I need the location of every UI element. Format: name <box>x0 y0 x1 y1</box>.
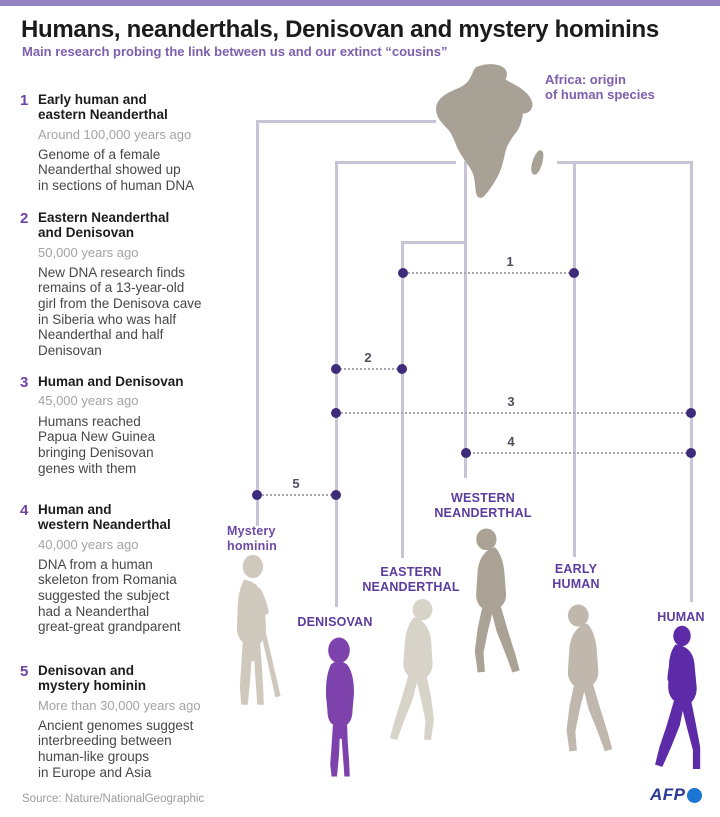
link-number-3: 3 <box>507 394 515 409</box>
tree-branch-top <box>256 120 436 123</box>
event-description: DNA from a human skeleton from Romania s… <box>38 556 181 635</box>
event-item-1: 1 Early human and eastern Neanderthal Ar… <box>20 92 230 194</box>
afp-globe-icon <box>686 787 702 803</box>
human-figure <box>642 625 720 785</box>
interbreeding-link-4 <box>466 452 691 454</box>
top-accent-bar <box>0 0 720 6</box>
event-item-3: 3 Human and Denisovan 45,000 years ago H… <box>20 374 230 476</box>
species-label-eastern-neanderthal: EASTERN NEANDERTHAL <box>362 565 460 594</box>
interbreeding-link-5 <box>257 494 336 496</box>
lineage-line-denisovan <box>334 161 338 607</box>
event-description: New DNA research finds remains of a 13-y… <box>38 264 202 359</box>
event-item-4: 4 Human and western Neanderthal 40,000 y… <box>20 502 230 635</box>
link-dot <box>331 364 341 374</box>
afp-logo-text: AFP <box>650 785 686 804</box>
event-item-2: 2 Eastern Neanderthal and Denisovan 50,0… <box>20 210 230 359</box>
species-label-denisovan: DENISOVAN <box>297 615 373 629</box>
africa-caption: Africa: origin of human species <box>545 72 655 103</box>
interbreeding-link-3 <box>336 412 691 414</box>
lineage-line-mystery-hominin <box>255 120 259 526</box>
event-number: 5 <box>20 663 29 680</box>
interbreeding-link-2 <box>336 368 402 370</box>
interbreeding-link-1 <box>403 272 574 274</box>
link-number-2: 2 <box>364 350 372 365</box>
species-label-early-human: EARLY HUMAN <box>552 562 600 591</box>
link-dot <box>397 364 407 374</box>
africa-map-icon <box>436 64 544 198</box>
tree-branch-mid-left <box>335 161 456 164</box>
event-date: Around 100,000 years ago <box>38 126 192 142</box>
page-subtitle: Main research probing the link between u… <box>22 44 448 59</box>
event-number: 3 <box>20 374 29 391</box>
event-item-5: 5 Denisovan and mystery hominin More tha… <box>20 663 230 780</box>
link-dot <box>331 408 341 418</box>
link-dot <box>252 490 262 500</box>
link-number-5: 5 <box>292 476 300 491</box>
early-human-figure <box>538 603 626 758</box>
link-dot <box>686 448 696 458</box>
western-neanderthal-figure <box>448 527 532 679</box>
event-date: More than 30,000 years ago <box>38 697 201 713</box>
denisovan-figure <box>312 636 366 778</box>
event-number: 4 <box>20 502 29 519</box>
species-label-western-neanderthal: WESTERN NEANDERTHAL <box>434 491 532 520</box>
eastern-neanderthal-figure <box>380 597 458 747</box>
event-heading: Eastern Neanderthal and Denisovan <box>38 210 170 241</box>
lineage-line-early-human <box>572 161 576 557</box>
spear-icon <box>252 592 281 698</box>
species-label-human: HUMAN <box>657 610 705 624</box>
event-number: 2 <box>20 210 29 227</box>
link-number-1: 1 <box>506 254 514 269</box>
link-number-4: 4 <box>507 434 515 449</box>
event-heading: Early human and eastern Neanderthal <box>38 92 168 123</box>
event-date: 50,000 years ago <box>38 244 139 260</box>
page-title: Humans, neanderthals, Denisovan and myst… <box>21 16 659 43</box>
afp-logo: AFP <box>650 785 702 805</box>
event-heading: Human and western Neanderthal <box>38 502 171 533</box>
tree-branch-neanderthal-split <box>402 241 466 244</box>
event-description: Ancient genomes suggest interbreeding be… <box>38 717 194 780</box>
lineage-line-human <box>689 161 693 602</box>
mystery-hominin-figure <box>218 552 298 712</box>
tree-branch-mid-right <box>557 161 692 164</box>
lineage-line-western-neanderthal <box>463 161 467 478</box>
species-label-mystery-hominin: Mystery hominin <box>227 524 278 553</box>
event-description: Genome of a female Neanderthal showed up… <box>38 146 195 194</box>
link-dot <box>569 268 579 278</box>
event-date: 45,000 years ago <box>38 393 139 409</box>
source-credit: Source: Nature/NationalGeographic <box>22 793 205 805</box>
event-heading: Human and Denisovan <box>38 374 184 389</box>
event-heading: Denisovan and mystery hominin <box>38 663 147 694</box>
link-dot <box>398 268 408 278</box>
link-dot <box>331 490 341 500</box>
event-date: 40,000 years ago <box>38 536 139 552</box>
event-number: 1 <box>20 92 29 109</box>
lineage-line-eastern-neanderthal <box>400 241 404 558</box>
event-description: Humans reached Papua New Guinea bringing… <box>38 413 156 476</box>
link-dot <box>686 408 696 418</box>
link-dot <box>461 448 471 458</box>
